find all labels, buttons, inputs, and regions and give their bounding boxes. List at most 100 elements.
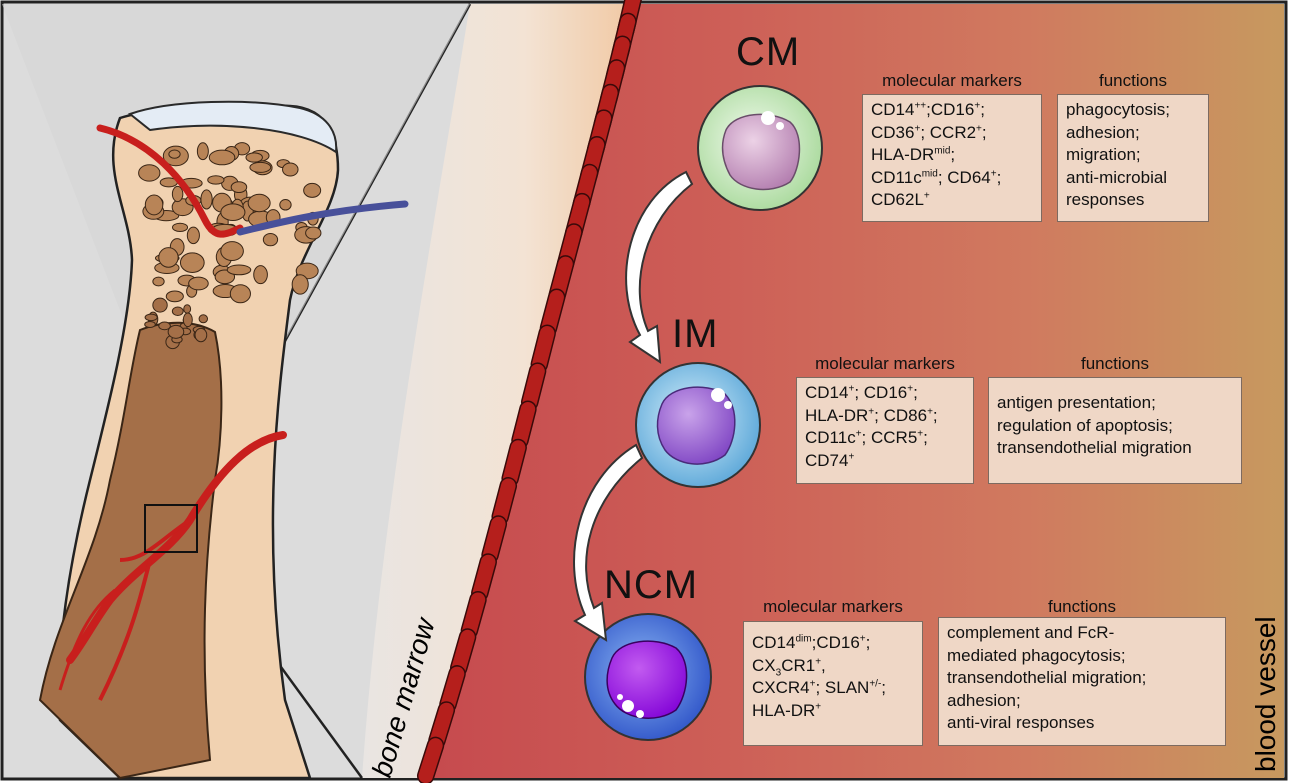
ncm-cell	[584, 613, 712, 741]
marker-line: CD11cmid; CD64+;	[871, 167, 1033, 190]
ncm-markers-box: CD14dim;CD16+;CX3CR1+,CXCR4+; SLAN+/-;HL…	[743, 621, 923, 746]
marker-text: dim	[795, 633, 812, 645]
marker-text: ;CD16	[811, 633, 860, 652]
marker-text: +	[815, 700, 822, 712]
function-line: migration;	[1066, 145, 1141, 164]
trabecula	[200, 189, 213, 210]
function-line: adhesion;	[1066, 122, 1140, 142]
marker-line: CD11c+; CCR5+;	[805, 427, 965, 450]
marker-line: CD14+; CD16+;	[805, 382, 965, 405]
cartilage-cap	[127, 100, 338, 154]
marker-line: CXCR4+; SLAN+/-;	[752, 677, 914, 700]
marker-line: HLA-DR+	[752, 700, 914, 723]
trabecula	[152, 276, 165, 287]
marker-line: CD36+; CCR2+;	[871, 122, 1033, 145]
artery-branch-c	[58, 588, 116, 691]
im-type-label: IM	[672, 312, 719, 356]
marker-text: CD14	[805, 383, 849, 402]
marker-text: +	[848, 383, 855, 395]
trabecula	[182, 312, 193, 328]
bone-illustration	[38, 100, 409, 780]
im-functions-header: functions	[1080, 354, 1150, 373]
arrow-cm-to-im	[625, 170, 694, 364]
marker-text: CXCR4	[752, 678, 810, 697]
marker-line: CD14dim;CD16+;	[752, 632, 914, 655]
marker-text: +	[990, 167, 997, 179]
marker-text: ;	[865, 633, 871, 652]
marker-text: ; CD64	[937, 167, 991, 187]
marker-text: CD14	[752, 633, 796, 652]
marker-text: ;	[996, 167, 1002, 187]
marker-text: ;	[923, 428, 928, 447]
marker-text: +	[855, 428, 862, 440]
trabecula	[207, 175, 225, 185]
marker-text: ;	[932, 405, 938, 425]
marker-text: +	[848, 450, 855, 462]
trabecula	[229, 284, 251, 304]
trabecula	[179, 252, 205, 273]
function-line: transendothelial migration;	[947, 668, 1147, 687]
marker-text: CR1	[781, 655, 816, 675]
trabecula	[144, 320, 156, 329]
im-cell	[635, 362, 761, 488]
marker-text: ++	[914, 100, 927, 112]
ncm-functions-box: complement and FcR-mediated phagocytosis…	[938, 617, 1226, 746]
marker-text: mid	[921, 167, 938, 179]
artery-branch-b	[98, 559, 152, 701]
trabecula	[186, 226, 200, 245]
marrow-cavity	[38, 321, 223, 780]
function-line: regulation of apoptosis;	[997, 415, 1173, 435]
marker-text: ;	[881, 678, 887, 697]
marker-text: ;CD16	[926, 100, 975, 119]
artery-main	[66, 431, 287, 664]
marker-text: ; CCR2	[920, 122, 977, 142]
trabecula	[245, 152, 263, 163]
trabecula	[253, 265, 268, 285]
marker-line: CD62L+	[871, 189, 1033, 212]
trabecula	[158, 321, 171, 331]
trabecula	[249, 161, 272, 173]
marker-text: CD74	[805, 450, 849, 470]
marker-text: ;	[981, 122, 987, 142]
marker-line: CD14++;CD16+;	[871, 99, 1033, 122]
function-line: antigen presentation;	[997, 393, 1156, 412]
cm-cell	[697, 85, 823, 211]
marker-text: mid	[934, 145, 951, 157]
im-functions-box: antigen presentation; regulation of apopt…	[988, 377, 1242, 484]
marker-text: HLA-DR	[871, 145, 935, 164]
marker-text: ; CCR5	[861, 428, 918, 447]
endothelial-wall	[416, 0, 642, 783]
function-line: responses	[1066, 190, 1145, 209]
trabecula	[172, 222, 189, 233]
endothelial-cell	[416, 736, 445, 783]
trabecula	[279, 199, 292, 211]
ncm-type-label: NCM	[604, 563, 699, 607]
function-line: phagocytosis;	[1066, 100, 1170, 119]
arrow-im-to-ncm	[573, 443, 644, 642]
marker-text: HLA-DR	[752, 700, 816, 720]
vein-top	[236, 200, 409, 236]
marker-text: +	[917, 428, 924, 440]
trabecula	[208, 149, 236, 166]
trabecula	[171, 306, 184, 316]
blood-vessel-label: blood vessel	[1250, 616, 1281, 772]
marker-text: CD14	[871, 100, 915, 119]
im-markers-box: CD14+; CD16+;HLA-DR+; CD86+;CD11c+; CCR5…	[796, 377, 974, 484]
trabecula	[188, 276, 209, 291]
marker-text: HLA-DR	[805, 405, 869, 425]
marker-text: +	[923, 190, 930, 202]
trabecula	[282, 162, 299, 177]
function-line: adhesion;	[947, 690, 1021, 710]
trabecula	[305, 226, 322, 240]
function-line: complement and FcR-	[947, 623, 1115, 642]
spongy-bone	[138, 142, 322, 350]
artery-branch-a	[119, 518, 192, 562]
ncm-markers-header: molecular markers	[763, 597, 903, 616]
artery-top	[96, 124, 244, 238]
marker-text: +	[859, 633, 866, 645]
function-line: anti-viral responses	[947, 713, 1095, 732]
marker-text: ; CD86	[874, 405, 928, 425]
marker-text: ; CD16	[854, 383, 908, 402]
trabecula	[230, 181, 248, 194]
trabecula	[220, 203, 246, 222]
